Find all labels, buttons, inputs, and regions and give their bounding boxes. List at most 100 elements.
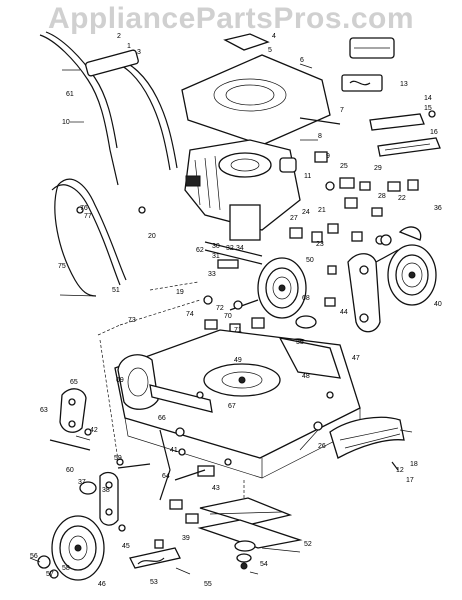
callout-label-76: 76 <box>80 205 88 212</box>
callout-label-24: 24 <box>302 209 310 216</box>
callout-label-65: 65 <box>70 379 78 386</box>
callout-label-60: 60 <box>66 467 74 474</box>
callout-label-23: 23 <box>316 241 324 248</box>
callout-label-42: 42 <box>90 427 98 434</box>
callout-label-70: 70 <box>224 313 232 320</box>
callout-label-27: 27 <box>290 215 298 222</box>
callout-label-50: 50 <box>306 257 314 264</box>
watermark-text: AppliancePartsPros.com <box>47 2 415 35</box>
callout-label-48: 48 <box>302 373 310 380</box>
callout-label-7: 7 <box>340 107 344 114</box>
callout-label-68: 68 <box>302 295 310 302</box>
engine-shroud <box>181 33 331 146</box>
callout-label-4: 4 <box>272 33 276 40</box>
callout-label-43: 43 <box>212 485 220 492</box>
callout-label-64: 64 <box>162 473 170 480</box>
callout-label-66: 66 <box>158 415 166 422</box>
callout-label-44: 44 <box>340 309 348 316</box>
callout-label-49: 49 <box>234 357 242 364</box>
callout-label-47: 47 <box>352 355 360 362</box>
callout-label-74: 74 <box>186 311 194 318</box>
callout-label-67: 67 <box>228 403 236 410</box>
callout-label-16: 16 <box>430 129 438 136</box>
wheel-rear-center <box>229 257 307 319</box>
engine-block <box>184 139 301 241</box>
callout-label-73: 73 <box>128 317 136 324</box>
callout-label-18: 18 <box>410 461 418 468</box>
callout-label-71: 71 <box>234 327 242 334</box>
handle-grip <box>85 49 139 77</box>
lower-handle <box>51 178 146 297</box>
callout-label-26: 26 <box>318 443 326 450</box>
callout-label-33: 33 <box>208 271 216 278</box>
callout-label-9: 9 <box>326 153 330 160</box>
callout-label-36: 36 <box>434 205 442 212</box>
callout-label-6: 6 <box>300 57 304 64</box>
callout-label-69: 69 <box>116 377 124 384</box>
bottom-hardware <box>118 499 199 569</box>
callout-label-40: 40 <box>434 301 442 308</box>
callout-label-21: 21 <box>318 207 326 214</box>
callout-label-3: 3 <box>137 49 141 56</box>
callout-label-11: 11 <box>304 173 311 180</box>
front-adjuster-parts <box>79 427 232 526</box>
callout-label-31: 31 <box>212 253 220 260</box>
mower-deck <box>114 329 361 479</box>
callout-label-55: 55 <box>204 581 212 588</box>
callout-label-38: 38 <box>102 487 110 494</box>
callout-label-28: 28 <box>378 193 386 200</box>
callout-label-35: 35 <box>296 339 304 346</box>
callout-label-63: 63 <box>40 407 48 414</box>
deck-baffle <box>149 384 213 413</box>
callout-label-29: 29 <box>374 165 382 172</box>
callout-label-37: 37 <box>78 479 86 486</box>
callout-label-61: 61 <box>66 91 74 98</box>
callout-label-1: 1 <box>127 43 131 50</box>
callout-label-34: 34 <box>236 245 244 252</box>
callout-labels: 1234567891011121314151617181920212223242… <box>30 33 442 588</box>
callout-label-58: 58 <box>62 565 70 572</box>
callout-label-57: 57 <box>46 571 54 578</box>
height-adjuster-right <box>347 249 399 333</box>
callout-label-62: 62 <box>196 247 204 254</box>
discharge-chute <box>313 416 405 471</box>
wheel-rear-right <box>380 226 437 306</box>
callout-label-45: 45 <box>122 543 130 550</box>
upper-right-parts <box>299 37 441 157</box>
deck-wheel-well-left <box>117 354 159 410</box>
callout-label-17: 17 <box>406 477 414 484</box>
callout-label-72: 72 <box>216 305 224 312</box>
callout-label-30: 30 <box>212 243 220 250</box>
callout-label-46: 46 <box>98 581 106 588</box>
rear-axle <box>97 241 263 461</box>
height-adjuster-left <box>49 388 92 451</box>
callout-label-59: 59 <box>114 455 122 462</box>
callout-label-19: 19 <box>176 289 184 296</box>
callout-label-22: 22 <box>398 195 406 202</box>
callout-label-52: 52 <box>304 541 312 548</box>
fuel-cap-panel <box>223 33 270 51</box>
callout-label-2: 2 <box>117 33 121 40</box>
callout-label-10: 10 <box>62 119 70 126</box>
callout-label-39: 39 <box>182 535 190 542</box>
callout-label-32: 32 <box>226 245 234 252</box>
callout-label-53: 53 <box>150 579 158 586</box>
callout-label-15: 15 <box>424 105 432 112</box>
callout-label-14: 14 <box>424 95 432 102</box>
callout-label-5: 5 <box>268 47 272 54</box>
wheel-front-left <box>37 515 105 581</box>
callout-label-12: 12 <box>396 467 404 474</box>
callout-label-41: 41 <box>170 447 178 454</box>
callout-label-51: 51 <box>112 287 120 294</box>
leader-lines <box>29 63 413 575</box>
callout-label-54: 54 <box>260 561 268 568</box>
callout-label-75: 75 <box>58 263 66 270</box>
blade-assembly <box>197 480 303 570</box>
callout-label-8: 8 <box>318 133 322 140</box>
fittings <box>289 151 419 245</box>
callout-label-20: 20 <box>148 233 156 240</box>
callout-label-25: 25 <box>340 163 348 170</box>
callout-label-56: 56 <box>30 553 38 560</box>
